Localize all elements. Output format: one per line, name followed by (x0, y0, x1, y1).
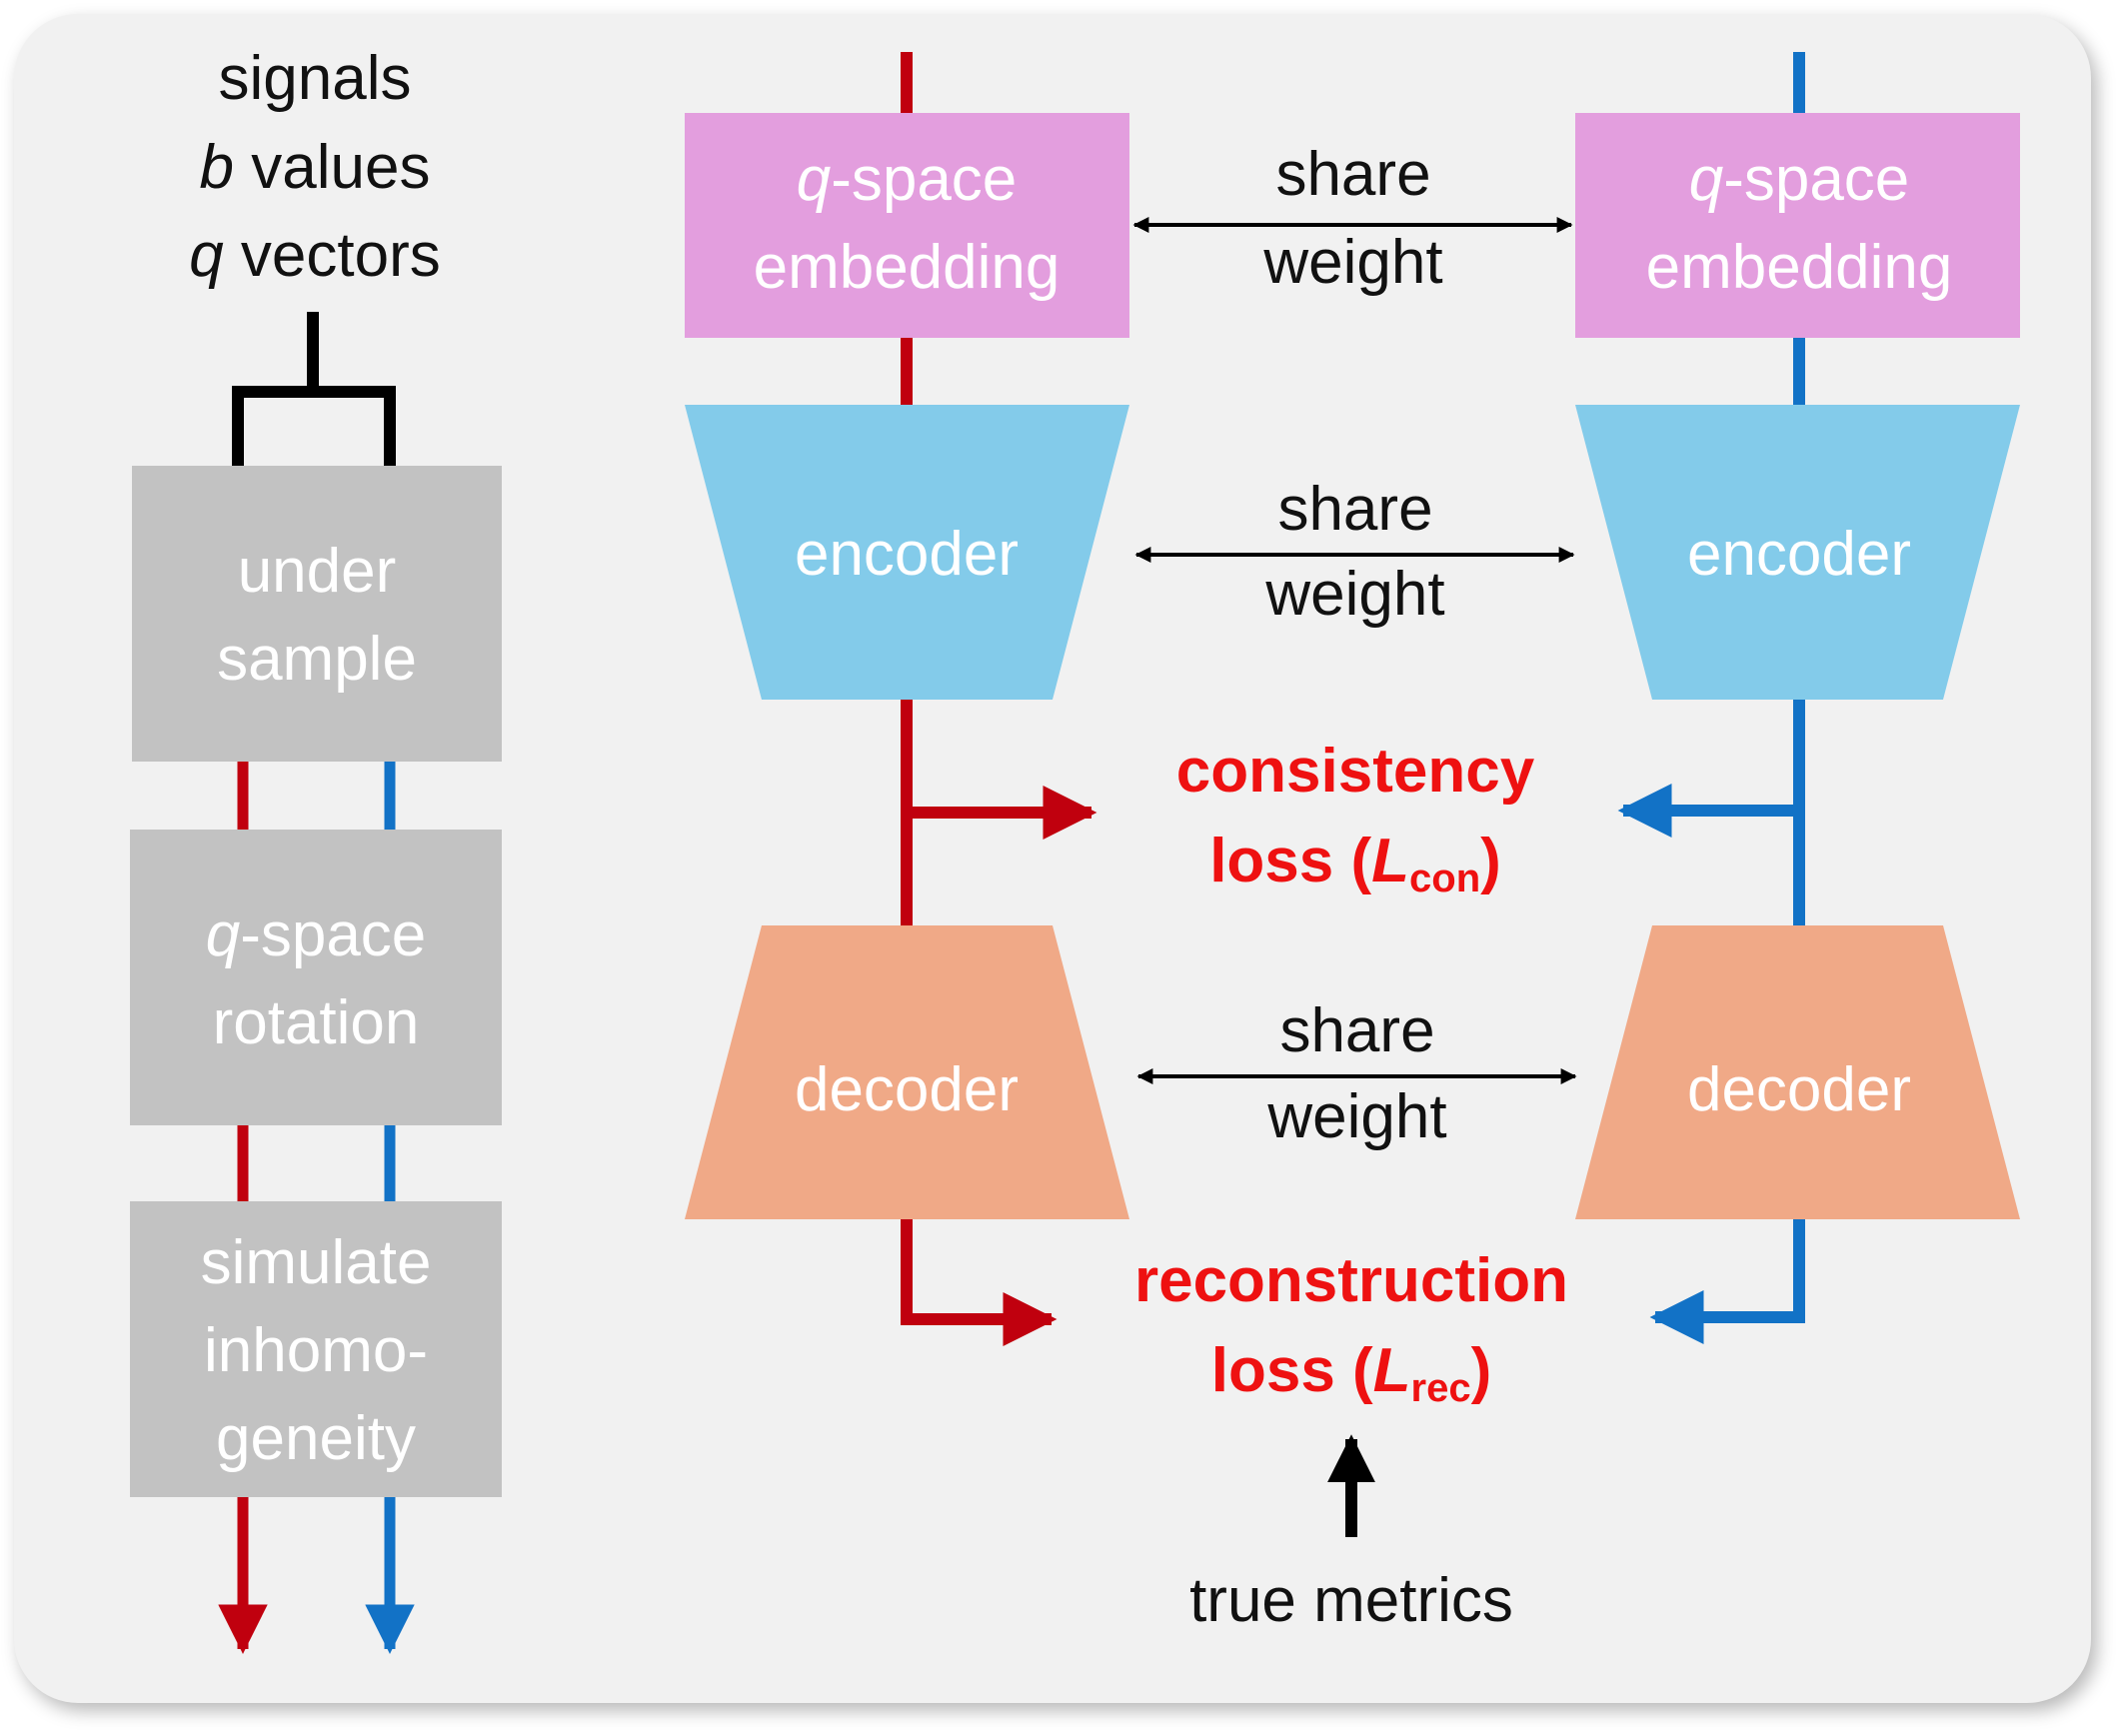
share-encoder-line1: share (1277, 475, 1432, 544)
embedding-right-line1: q-space (1689, 145, 1910, 214)
share-embedding-line1: share (1275, 140, 1430, 209)
share-encoder-line2: weight (1264, 560, 1444, 629)
blue-arrow-to-reconstruction-loss (1649, 1219, 1805, 1344)
inhomogeneity-label-line2: inhomo- (204, 1316, 428, 1385)
decoder-left: decoder (685, 925, 1129, 1219)
encoder-left-label: encoder (795, 520, 1019, 589)
undersample-label-line1: under (238, 537, 397, 606)
consistency-loss-line2: loss (Lcon) (1209, 827, 1501, 900)
reconstruction-loss-label: reconstruction loss (Lrec) (1134, 1246, 1568, 1410)
share-weight-encoder: share weight (1134, 475, 1575, 629)
input-signals-label: signals (219, 44, 412, 113)
share-weight-decoder: share weight (1136, 996, 1577, 1151)
inhomogeneity-label-line3: geneity (216, 1404, 416, 1473)
q-space-rotation-box: q-space rotation (130, 830, 502, 1125)
share-weight-embedding: share weight (1132, 140, 1573, 297)
q-space-embedding-left: q-space embedding (685, 113, 1129, 338)
encoder-right: encoder (1575, 405, 2020, 700)
share-embedding-line2: weight (1262, 228, 1442, 297)
input-b-values-label: b values (200, 133, 431, 202)
reconstruction-loss-line1: reconstruction (1134, 1246, 1568, 1315)
consistency-loss-line1: consistency (1176, 737, 1535, 806)
rotation-label-line2: rotation (213, 988, 420, 1057)
decoder-left-label: decoder (795, 1055, 1019, 1124)
q-space-embedding-right: q-space embedding (1575, 113, 2020, 338)
encoder-right-label: encoder (1687, 520, 1911, 589)
decoder-right-label: decoder (1687, 1055, 1911, 1124)
true-metrics-label: true metrics (1189, 1566, 1513, 1635)
reconstruction-loss-line2: loss (Lrec) (1211, 1336, 1492, 1410)
input-split-connector (232, 312, 396, 468)
decoder-right: decoder (1575, 925, 2020, 1219)
rotation-label-line1: q-space (206, 900, 427, 969)
embedding-left-line1: q-space (797, 145, 1018, 214)
input-q-vectors-label: q vectors (189, 221, 441, 290)
undersample-label-line2: sample (217, 625, 417, 694)
share-decoder-line1: share (1279, 996, 1434, 1065)
share-decoder-line2: weight (1266, 1082, 1446, 1151)
undersample-box: under sample (132, 466, 502, 762)
embedding-left-line2: embedding (754, 233, 1061, 302)
consistency-loss-label: consistency loss (Lcon) (1176, 737, 1535, 900)
inhomogeneity-label-line1: simulate (201, 1228, 432, 1297)
red-arrow-to-reconstruction-loss (901, 1219, 1058, 1346)
encoder-left: encoder (685, 405, 1129, 700)
embedding-right-line2: embedding (1646, 233, 1953, 302)
simulate-inhomogeneity-box: simulate inhomo- geneity (130, 1201, 502, 1497)
